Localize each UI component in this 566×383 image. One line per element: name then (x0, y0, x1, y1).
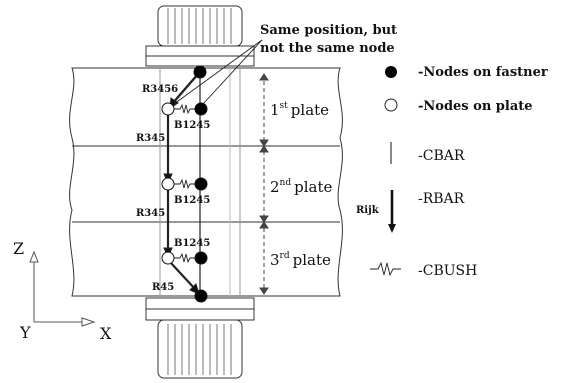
legend-plate-node-icon (384, 98, 398, 112)
fastener-node-3 (194, 251, 208, 265)
plates-stack (69, 67, 343, 297)
plate-node-1 (161, 102, 175, 116)
fastener-node-bottom (194, 289, 208, 303)
cbush-1 (174, 103, 195, 115)
cbush-3 (174, 252, 195, 264)
legend-cbush: -CBUSH (418, 263, 477, 279)
legend-cbar: -CBAR (418, 148, 465, 164)
label-r3456: R3456 (142, 84, 178, 95)
bolt-head-top (157, 5, 243, 47)
callout-line-2: not the same node (260, 41, 395, 56)
legend: -Nodes on fastner -Nodes on plate -CBAR … (356, 65, 548, 279)
legend-rbar-tag: Rijk (356, 205, 380, 216)
cbush-2 (174, 178, 195, 190)
fastener-node-2 (194, 177, 208, 191)
fe-model (163, 39, 263, 296)
plate-node-3 (161, 251, 175, 265)
plate-dimensions (259, 73, 269, 295)
legend-rbar-arrow (388, 224, 396, 233)
label-b1245-a: B1245 (174, 120, 210, 131)
rbar-r3456 (171, 73, 199, 105)
coordinate-axes (29, 250, 96, 327)
label-r345-a: R345 (136, 133, 165, 144)
legend-rbar: -RBAR (418, 191, 465, 207)
label-r345-b: R345 (136, 208, 165, 219)
label-b1245-b: B1245 (174, 195, 210, 206)
nodes (161, 65, 208, 303)
axis-x-label: X (100, 324, 112, 343)
axis-z-arrow (29, 250, 39, 263)
fastener-bolt (145, 5, 255, 379)
legend-cbush-icon (370, 261, 401, 277)
axis-z-label: Z (13, 239, 24, 258)
bolt-head-bottom (157, 319, 243, 379)
callout-leader-1 (173, 39, 263, 105)
plates-outline (69, 67, 343, 297)
label-b1245-c: B1245 (174, 238, 210, 249)
callout-leader-2 (202, 39, 263, 105)
legend-fastener-node-icon (385, 66, 397, 78)
plate-node-2 (161, 177, 175, 191)
fastener-node-1 (194, 102, 208, 116)
axis-y-label: Y (19, 323, 31, 342)
legend-nodes-fastener: -Nodes on fastner (418, 65, 548, 80)
axis-x-arrow (81, 317, 96, 327)
rbar-r45 (169, 261, 197, 291)
element-labels: R3456 B1245 R345 B1245 R345 B1245 R45 (136, 84, 210, 293)
bolt-head-bottom-knurl (167, 324, 232, 375)
bolt-head-top-knurl (167, 8, 232, 44)
callout-line-1: Same position, but (260, 23, 397, 38)
fastener-node-top (193, 65, 207, 79)
legend-nodes-plate: -Nodes on plate (418, 99, 533, 114)
label-r45: R45 (152, 282, 174, 293)
